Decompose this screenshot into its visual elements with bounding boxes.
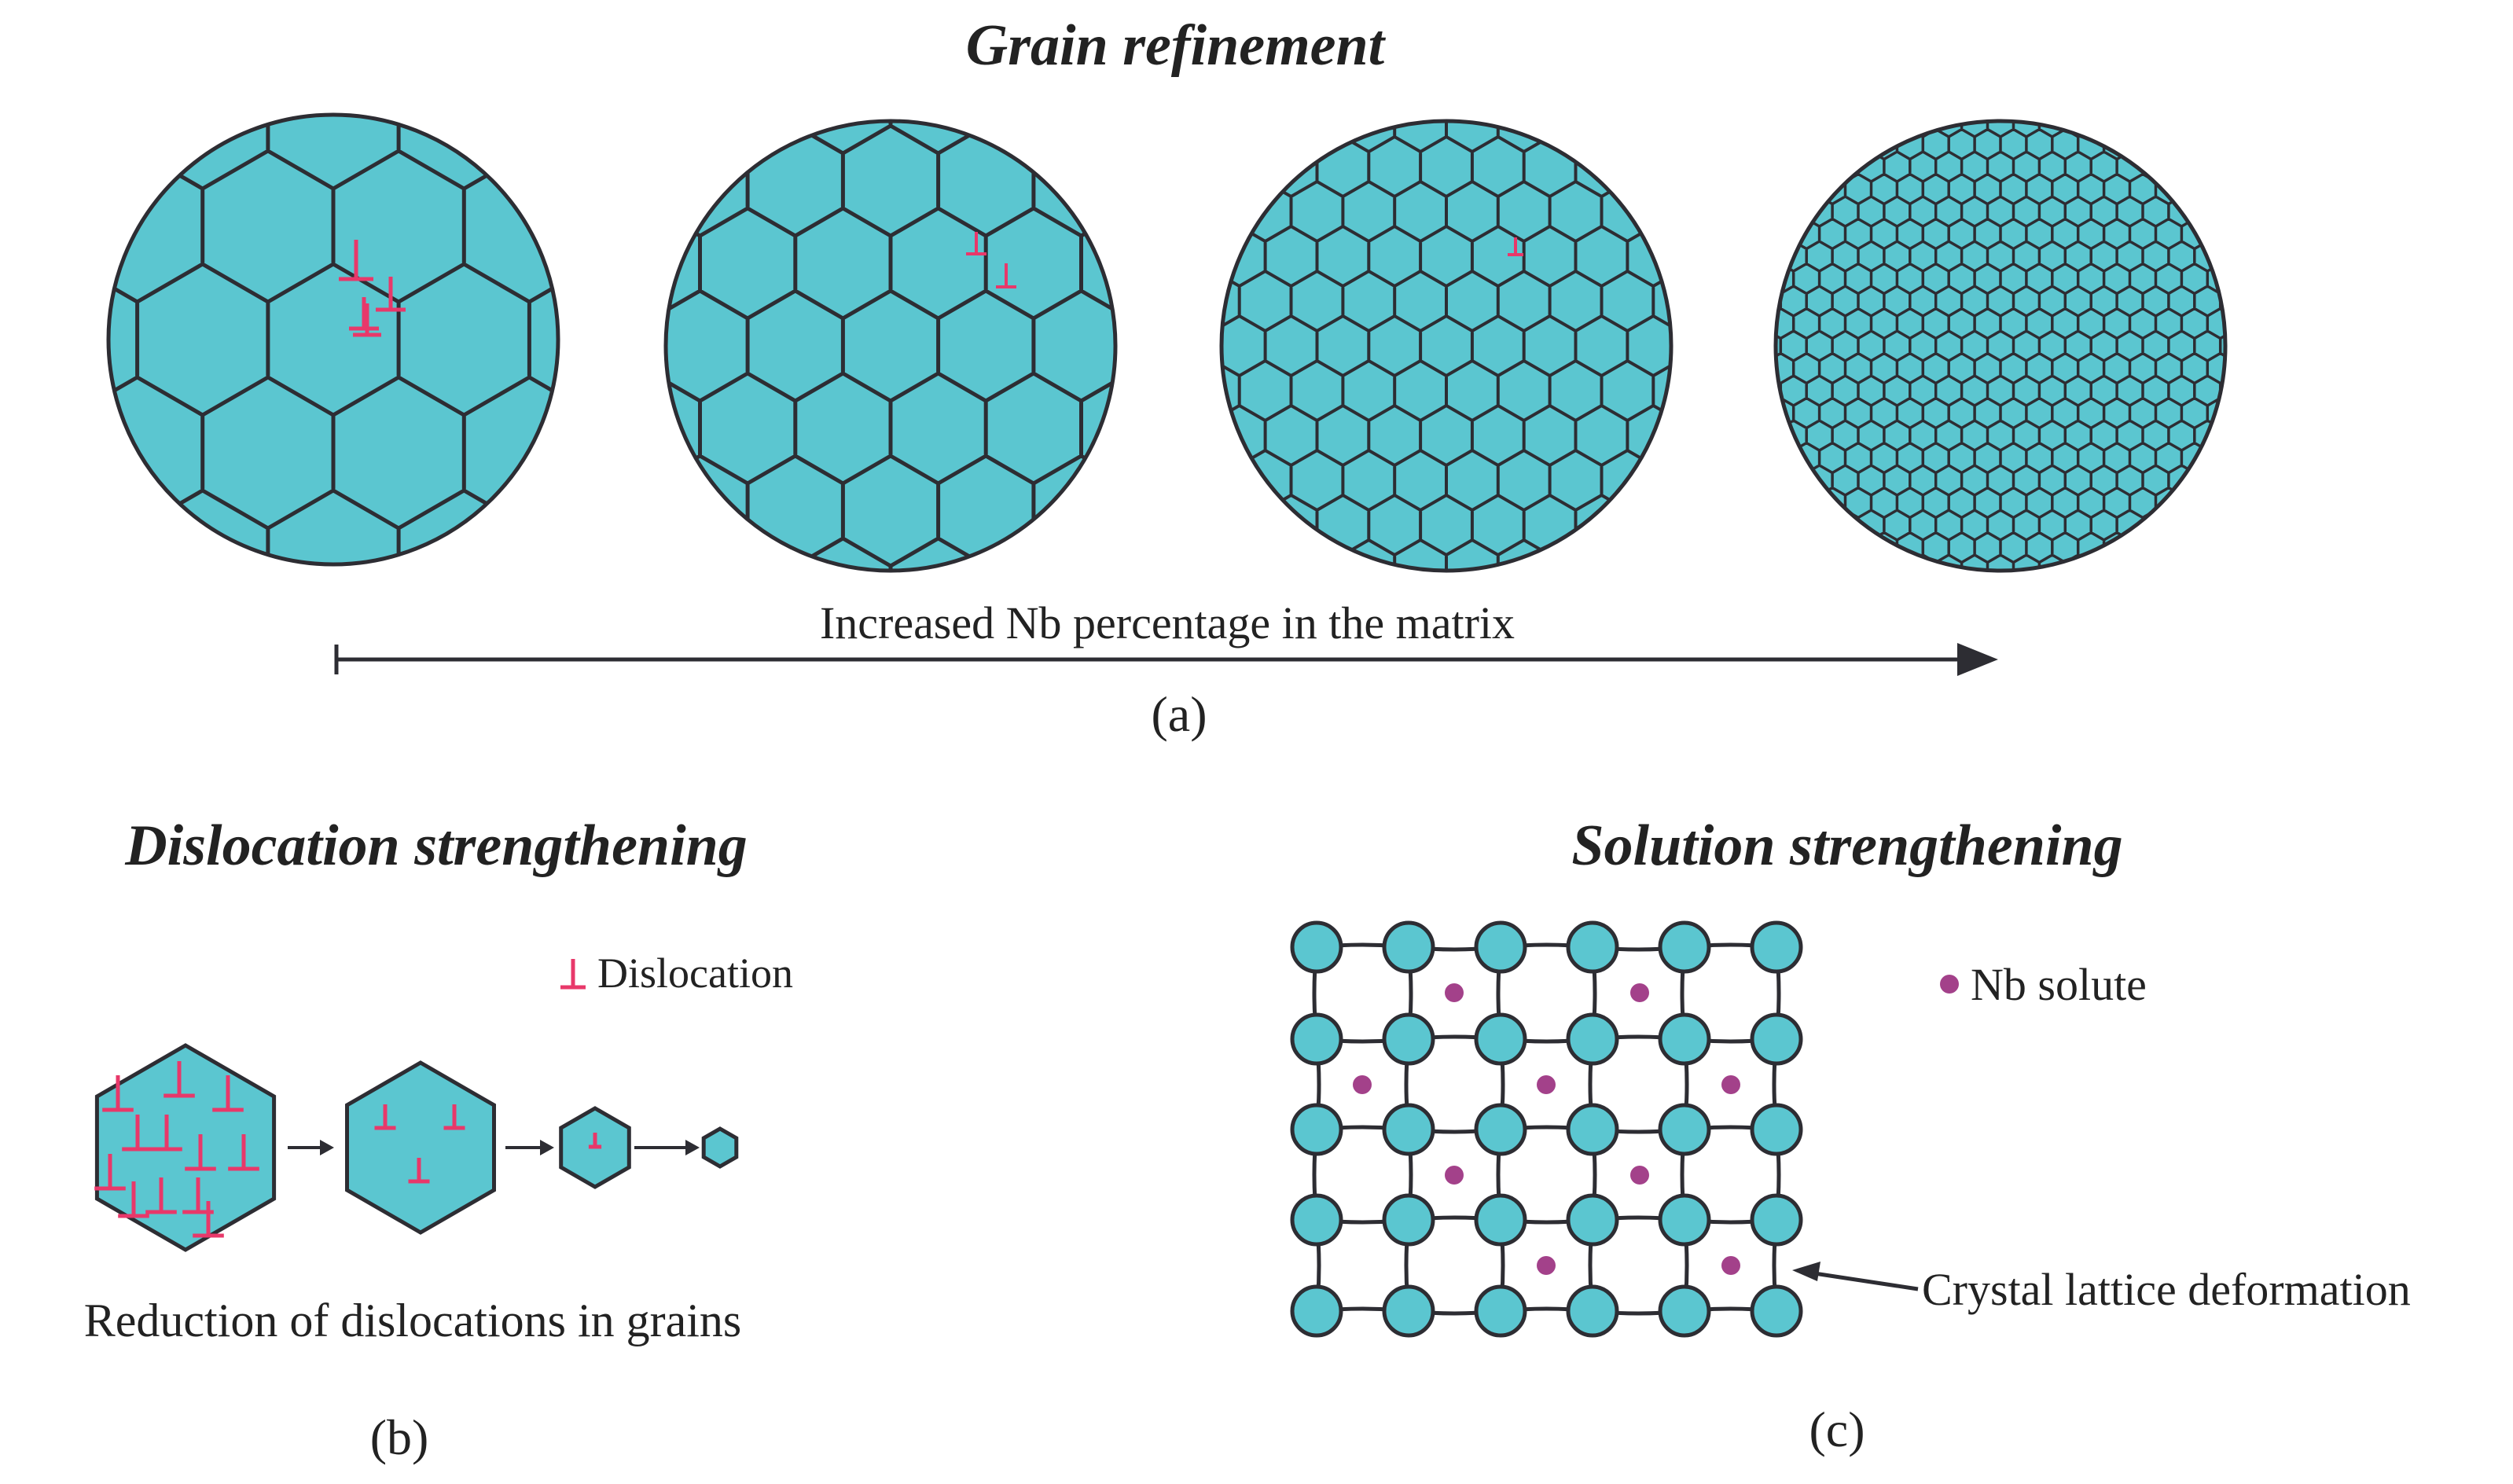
lattice-atom — [1290, 920, 1343, 974]
reduction-arrow-head — [685, 1140, 700, 1155]
nb-solute-atom — [1445, 983, 1464, 1002]
dislocation-symbol — [163, 1061, 195, 1098]
dislocation-symbol — [339, 240, 373, 281]
lattice-atom — [1474, 920, 1527, 974]
lattice-atom — [1566, 1193, 1619, 1247]
lattice-atom — [1474, 1284, 1527, 1338]
nb-solute-atom — [1721, 1075, 1740, 1094]
lattice-atom — [1750, 1284, 1803, 1338]
circle-dislocations — [339, 232, 1523, 337]
nb-solute-atom — [1445, 1166, 1464, 1185]
deformation-label: Crystal lattice deformation — [1922, 1264, 2411, 1315]
lattice-atom — [1290, 1284, 1343, 1338]
lattice-atom — [1566, 920, 1619, 974]
lattice-atom — [1382, 1284, 1435, 1338]
grain-circle-2 — [663, 119, 1118, 573]
dislocation-symbol — [353, 303, 381, 337]
dislocation-symbol — [349, 297, 379, 331]
reduction-arrow-head — [320, 1140, 334, 1155]
grain-hexagon-4 — [701, 1126, 739, 1169]
dislocation-symbol — [185, 1134, 216, 1171]
nb-solute-atom — [1353, 1075, 1372, 1094]
nb-solute-atom — [1630, 983, 1649, 1002]
nb-solute-legend-label: Nb solute — [1971, 959, 2147, 1010]
dislocation-symbol — [588, 1133, 602, 1149]
panel-b: Dislocation strengthening Dislocation Re… — [84, 814, 793, 1465]
lattice-atom — [1658, 1103, 1711, 1156]
lattice-atom — [1750, 1103, 1803, 1156]
dislocation-symbol — [1508, 237, 1523, 256]
panel-c: Solution strengthening Nb solute Crystal… — [1290, 814, 2411, 1457]
dislocation-symbol — [94, 1154, 126, 1191]
dislocation-legend: Dislocation — [560, 950, 793, 997]
reduction-arrow-head — [540, 1140, 554, 1155]
dislocation-legend-label: Dislocation — [597, 950, 793, 997]
caption-b: (b) — [370, 1409, 429, 1465]
lattice-atom — [1750, 1012, 1803, 1066]
lattice-atom — [1290, 1012, 1343, 1066]
grain-hexagon-2 — [345, 1060, 496, 1235]
lattice-atom — [1474, 1012, 1527, 1066]
dislocation-symbol — [228, 1134, 259, 1171]
nb-solute-legend-icon — [1940, 975, 1959, 994]
dislocation-symbol — [102, 1075, 134, 1112]
nb-solute-legend: Nb solute — [1940, 959, 2147, 1010]
reduction-description: Reduction of dislocations in grains — [84, 1295, 742, 1346]
dislocation-symbol — [193, 1201, 224, 1238]
lattice-atom — [1290, 1103, 1343, 1156]
dislocation-symbol — [212, 1075, 244, 1112]
lattice-atom — [1658, 920, 1711, 974]
lattice-atom — [1474, 1103, 1527, 1156]
dislocation-symbol — [376, 277, 406, 312]
dislocation-symbol — [408, 1158, 430, 1184]
panel-a: Grain refinement — [106, 13, 2228, 742]
lattice-atom — [1566, 1284, 1619, 1338]
lattice-atom — [1750, 1193, 1803, 1247]
nb-solute-atom — [1721, 1256, 1740, 1275]
deformation-pointer — [1792, 1262, 1919, 1291]
lattice-atom — [1750, 920, 1803, 974]
dislocation-symbol — [118, 1181, 149, 1218]
arrow-label: Increased Nb percentage in the matrix — [820, 597, 1515, 648]
lattice-atom — [1658, 1193, 1711, 1247]
nb-solute-atom — [1537, 1256, 1556, 1275]
lattice-atom — [1658, 1284, 1711, 1338]
nb-solute-atom — [1537, 1075, 1556, 1094]
hexagon-sequence — [94, 1043, 739, 1252]
dislocation-legend-icon — [560, 959, 586, 990]
grain-circle-4 — [1773, 119, 2228, 573]
lattice-atom — [1382, 1012, 1435, 1066]
grain-circle-3 — [1219, 119, 1673, 573]
solution-strengthening-title: Solution strengthening — [1571, 814, 2122, 878]
lattice-atom — [1474, 1193, 1527, 1247]
grain-circle-1 — [106, 112, 560, 567]
lattice-atom — [1566, 1012, 1619, 1066]
dislocation-strengthening-title: Dislocation strengthening — [124, 814, 748, 878]
nb-solute-atom — [1630, 1166, 1649, 1185]
dislocation-symbol — [443, 1104, 465, 1130]
dislocation-symbol — [996, 263, 1016, 288]
dislocation-symbol — [122, 1115, 153, 1152]
lattice-atom — [1290, 1193, 1343, 1247]
caption-c: (c) — [1809, 1401, 1865, 1457]
dislocation-symbol — [374, 1104, 396, 1130]
lattice-bonds — [1312, 942, 1781, 1316]
lattice-atom — [1382, 1193, 1435, 1247]
lattice-atom — [1658, 1012, 1711, 1066]
crystal-lattice — [1290, 920, 1803, 1338]
lattice-atom — [1382, 1103, 1435, 1156]
nb-increase-arrow — [334, 643, 1998, 676]
lattice-atom — [1382, 920, 1435, 974]
dislocation-symbol — [145, 1177, 177, 1214]
grain-refinement-title: Grain refinement — [966, 13, 1387, 78]
dislocation-symbol — [151, 1115, 182, 1152]
dislocation-symbol — [966, 232, 986, 255]
caption-a: (a) — [1151, 686, 1207, 742]
lattice-atom — [1566, 1103, 1619, 1156]
